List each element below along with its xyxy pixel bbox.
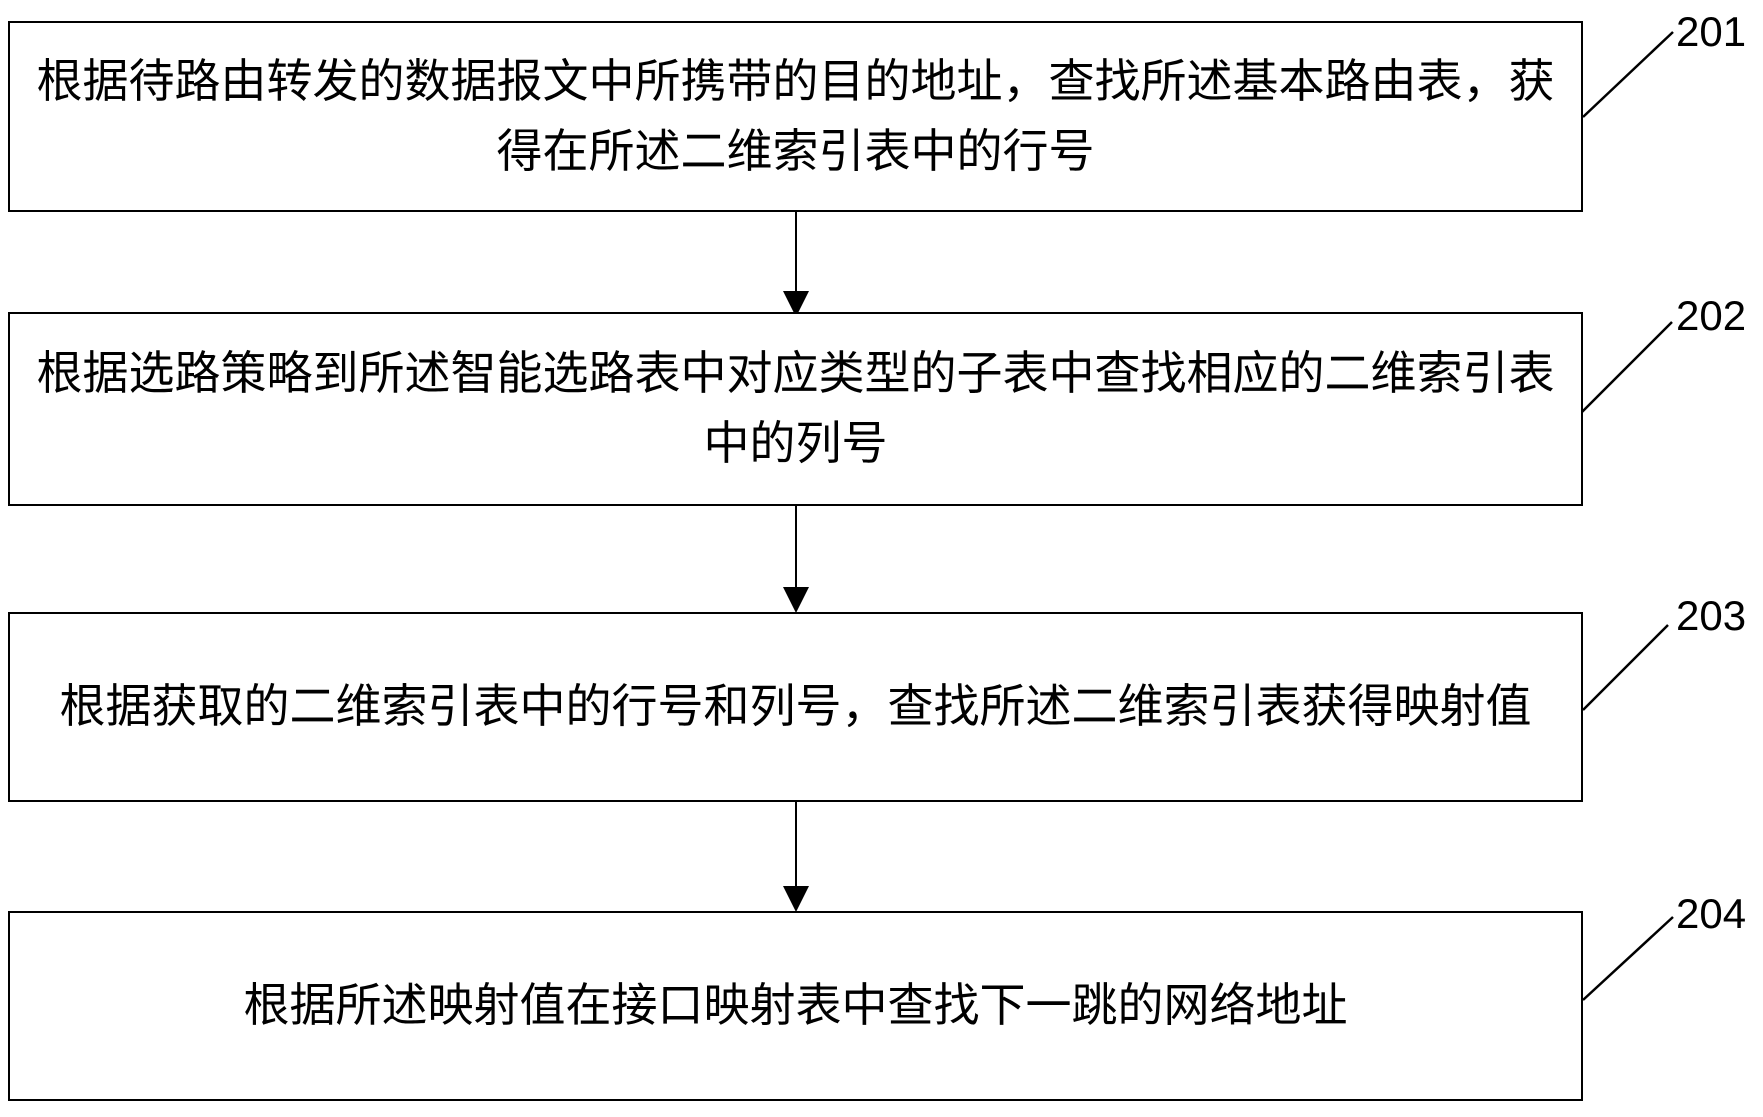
step-text-line: 中的列号 [703, 418, 888, 469]
step-text-line: 根据待路由转发的数据报文中所携带的目的地址，查找所述基本路由表，获 [36, 55, 1555, 107]
leader-line-204 [1582, 916, 1674, 1001]
ref-label-202: 202 [1676, 292, 1747, 339]
leader-line-203 [1582, 624, 1669, 711]
arrow-down-icon [783, 212, 809, 317]
flow-step-box-204: 根据所述映射值在接口映射表中查找下一跳的网络地址 [8, 911, 1583, 1101]
arrow-down-icon [783, 802, 809, 912]
ref-label-201: 201 [1676, 8, 1747, 55]
step-text-line: 得在所述二维索引表中的行号 [496, 125, 1095, 177]
step-text-line: 根据选路策略到所述智能选路表中对应类型的子表中查找相应的二维索引表 [36, 348, 1555, 399]
leader-line-201 [1582, 31, 1674, 118]
arrow-down-icon [783, 506, 809, 613]
leader-line-202 [1581, 321, 1673, 413]
flow-step-box-201: 根据待路由转发的数据报文中所携带的目的地址，查找所述基本路由表，获 得在所述二维… [8, 21, 1583, 212]
step-text-line: 根据获取的二维索引表中的行号和列号，查找所述二维索引表获得映射值 [59, 681, 1532, 732]
ref-label-204: 204 [1676, 890, 1747, 937]
ref-label-203: 203 [1676, 592, 1747, 639]
step-text-line: 根据所述映射值在接口映射表中查找下一跳的网络地址 [243, 980, 1348, 1031]
flow-step-box-203: 根据获取的二维索引表中的行号和列号，查找所述二维索引表获得映射值 [8, 612, 1583, 802]
flow-step-box-202: 根据选路策略到所述智能选路表中对应类型的子表中查找相应的二维索引表 中的列号 [8, 312, 1583, 506]
